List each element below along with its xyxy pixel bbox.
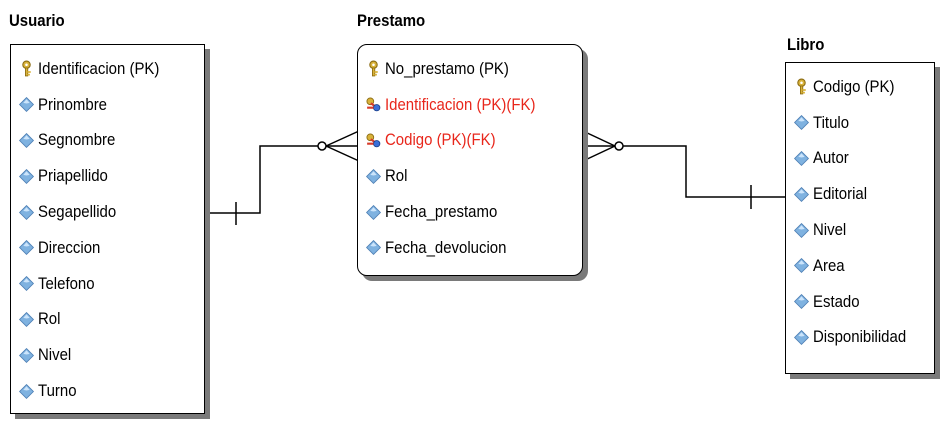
attribute-name: Codigo (PK)(FK) — [385, 130, 496, 150]
attribute-row[interactable]: Prinombre — [11, 87, 204, 123]
attribute-name: Identificacion (PK)(FK) — [385, 94, 536, 114]
crowfoot-prestamo-left-bot — [325, 145, 360, 162]
entity-prestamo[interactable]: No_prestamo (PK) Identificacion (PK)(FK) C… — [357, 44, 583, 276]
attribute-diamond-icon — [793, 115, 810, 131]
attribute-name: Rol — [385, 166, 408, 186]
attribute-row[interactable]: Codigo (PK)(FK) — [358, 123, 582, 159]
zero-mark-prestamo-right — [614, 141, 624, 151]
attribute-name: Prinombre — [38, 94, 108, 114]
attribute-diamond-icon — [18, 383, 35, 399]
attribute-row[interactable]: Estado — [786, 284, 934, 320]
key-icon — [797, 78, 806, 95]
attribute-row[interactable]: Nivel — [11, 337, 204, 373]
attribute-name: Fecha_devolucion — [385, 237, 507, 257]
attribute-diamond-icon — [793, 329, 810, 345]
attribute-row[interactable]: Area — [786, 248, 934, 284]
foreign-key-icon — [366, 133, 381, 148]
attribute-row[interactable]: Priapellido — [11, 158, 204, 194]
attribute-name: Priapellido — [38, 166, 108, 186]
attribute-row[interactable]: Direccion — [11, 230, 204, 266]
key-icon — [369, 60, 378, 77]
attribute-diamond-icon — [18, 240, 35, 256]
attribute-row[interactable]: Titulo — [786, 105, 934, 141]
attribute-row[interactable]: Fecha_prestamo — [358, 194, 582, 230]
attribute-name: Rol — [38, 309, 61, 329]
relationship-line-usuario-prestamo — [205, 145, 318, 214]
attribute-diamond-icon — [18, 276, 35, 292]
crowfoot-prestamo-left-top — [325, 130, 360, 147]
attribute-diamond-icon — [18, 168, 35, 184]
attribute-row[interactable]: Segapellido — [11, 194, 204, 230]
attribute-name: Segnombre — [38, 130, 116, 150]
attribute-row[interactable]: Telefono — [11, 266, 204, 302]
attribute-name: Segapellido — [38, 202, 117, 222]
attribute-row[interactable]: Segnombre — [11, 123, 204, 159]
attribute-diamond-icon — [793, 150, 810, 166]
attribute-name: Area — [813, 255, 845, 275]
attribute-diamond-icon — [18, 97, 35, 113]
attribute-diamond-icon — [18, 347, 35, 363]
attribute-row[interactable]: No_prestamo (PK) — [358, 51, 582, 87]
attribute-diamond-icon — [18, 132, 35, 148]
crowfoot-prestamo-right-bot — [582, 145, 616, 162]
attribute-diamond-icon — [793, 222, 810, 238]
attribute-diamond-icon — [793, 294, 810, 310]
attribute-row[interactable]: Rol — [358, 158, 582, 194]
attribute-row[interactable]: Autor — [786, 141, 934, 177]
entity-title-prestamo: Prestamo — [357, 11, 426, 30]
attribute-diamond-icon — [365, 240, 382, 256]
attribute-name: Fecha_prestamo — [385, 202, 498, 222]
attribute-name: Autor — [813, 148, 849, 168]
attribute-name: Estado — [813, 291, 860, 311]
attribute-name: Editorial — [813, 184, 868, 204]
attribute-list: No_prestamo (PK) Identificacion (PK)(FK) C… — [358, 45, 582, 266]
attribute-diamond-icon — [793, 186, 810, 202]
attribute-row[interactable]: Identificacion (PK) — [11, 51, 204, 87]
attribute-name: Titulo — [813, 112, 850, 132]
crowfoot-prestamo-right-top — [582, 130, 616, 147]
entity-title-libro: Libro — [787, 35, 825, 54]
relationship-line-libro-prestamo — [623, 145, 785, 198]
attribute-name: Telefono — [38, 273, 95, 293]
attribute-diamond-icon — [793, 258, 810, 274]
attribute-name: No_prestamo (PK) — [385, 58, 509, 78]
attribute-row[interactable]: Turno — [11, 373, 204, 409]
key-icon — [22, 60, 31, 77]
attribute-name: Nivel — [813, 220, 847, 240]
entity-title-usuario: Usuario — [9, 11, 65, 30]
attribute-row[interactable]: Rol — [11, 302, 204, 338]
foreign-key-icon — [366, 97, 381, 112]
attribute-name: Direccion — [38, 237, 101, 257]
attribute-row[interactable]: Editorial — [786, 176, 934, 212]
attribute-diamond-icon — [18, 204, 35, 220]
attribute-name: Turno — [38, 381, 77, 401]
attribute-name: Codigo (PK) — [813, 76, 895, 96]
attribute-diamond-icon — [18, 311, 35, 327]
attribute-row[interactable]: Disponibilidad — [786, 320, 934, 356]
zero-mark-prestamo-left — [317, 141, 327, 151]
attribute-row[interactable]: Codigo (PK) — [786, 69, 934, 105]
attribute-row[interactable]: Identificacion (PK)(FK) — [358, 87, 582, 123]
attribute-name: Identificacion (PK) — [38, 58, 160, 78]
attribute-row[interactable]: Nivel — [786, 212, 934, 248]
attribute-name: Nivel — [38, 345, 72, 365]
attribute-diamond-icon — [365, 204, 382, 220]
attribute-name: Disponibilidad — [813, 327, 907, 347]
attribute-row[interactable]: Fecha_devolucion — [358, 230, 582, 266]
attribute-diamond-icon — [365, 168, 382, 184]
